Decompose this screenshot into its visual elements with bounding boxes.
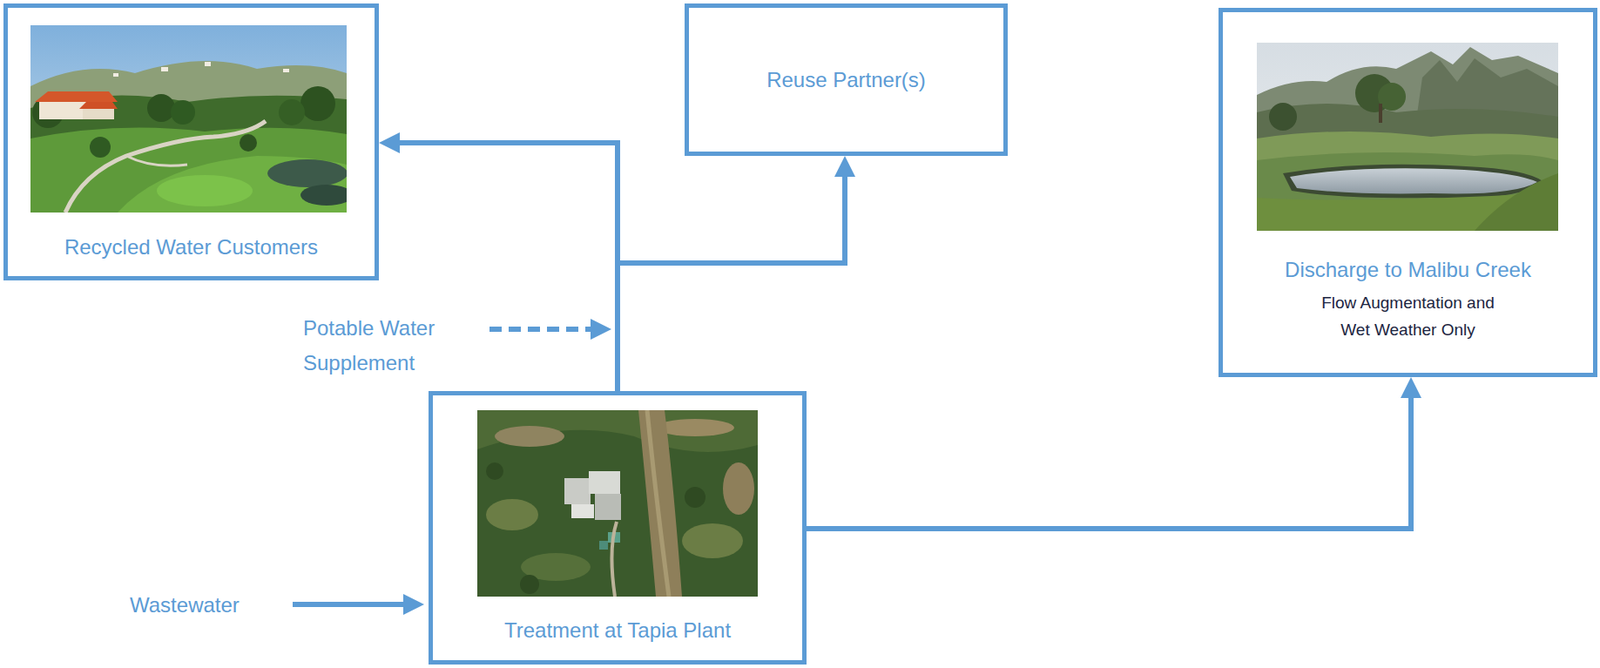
photo-detail xyxy=(30,94,347,213)
treatment-plant-photo xyxy=(477,410,758,597)
photo-detail xyxy=(147,94,176,122)
photo-detail xyxy=(611,521,617,597)
photo-detail xyxy=(156,175,253,207)
photo-detail xyxy=(722,462,755,515)
photo-detail xyxy=(494,425,565,447)
photo-detail xyxy=(599,540,608,550)
photo-detail xyxy=(571,504,595,519)
photo-detail xyxy=(267,159,347,188)
photo-detail xyxy=(300,86,336,122)
box-note: Flow Augmentation and Wet Weather Only xyxy=(1312,289,1505,344)
customer-box: Recycled Water Customers xyxy=(3,3,379,281)
photo-detail xyxy=(126,155,188,166)
photo-detail xyxy=(170,100,196,125)
photo-detail xyxy=(161,67,169,72)
photo-detail xyxy=(1474,173,1559,231)
flow-connector xyxy=(617,162,845,392)
photo-detail xyxy=(1378,103,1383,123)
photo-detail xyxy=(486,499,539,531)
photo-detail xyxy=(1256,42,1559,231)
photo-detail xyxy=(655,418,735,437)
photo-detail xyxy=(65,121,266,213)
photo-detail xyxy=(647,410,669,597)
photo-detail xyxy=(519,574,540,595)
photo-detail xyxy=(477,410,758,453)
photo-detail xyxy=(1289,168,1538,194)
photo-detail xyxy=(113,73,119,77)
photo-detail xyxy=(1282,164,1545,199)
supply-label: Potable Water Supplement xyxy=(303,310,460,381)
photo-detail xyxy=(117,155,347,213)
supplement-arrow xyxy=(489,326,605,332)
photo-detail xyxy=(82,107,115,120)
label-holder: Potable Water Supplement xyxy=(303,310,460,381)
partner-box: Reuse Partner(s) xyxy=(684,3,1008,156)
photo-detail xyxy=(34,91,118,102)
flow-connector xyxy=(385,142,618,392)
box-title: Recycled Water Customers xyxy=(64,234,318,260)
photo-detail xyxy=(638,410,682,597)
photo-detail xyxy=(278,99,305,126)
photo-detail xyxy=(79,101,118,109)
photo-detail xyxy=(204,61,211,67)
inflow-label: Wastewater xyxy=(129,592,357,618)
box-title: Reuse Partner(s) xyxy=(766,67,926,93)
photo-detail xyxy=(1269,102,1297,131)
golf-course-photo xyxy=(30,25,347,213)
box-title: Treatment at Tapia Plant xyxy=(504,617,731,643)
photo-detail xyxy=(588,471,621,494)
discharge-box: Discharge to Malibu CreekFlow Augmentati… xyxy=(1218,7,1598,378)
photo-detail xyxy=(684,486,706,508)
photo-detail xyxy=(300,184,347,206)
label-holder: Wastewater xyxy=(129,592,357,618)
photo-detail xyxy=(477,410,758,597)
photo-detail xyxy=(1256,131,1559,231)
photo-detail xyxy=(564,478,591,505)
photo-detail xyxy=(239,134,257,152)
photo-detail xyxy=(30,25,347,213)
plant-box: Treatment at Tapia Plant xyxy=(428,391,807,665)
photo-detail xyxy=(594,493,622,520)
flow-connector xyxy=(806,384,1411,529)
inflow-arrow xyxy=(292,601,418,608)
box-title: Discharge to Malibu Creek xyxy=(1284,256,1532,283)
photo-detail xyxy=(1256,152,1559,231)
photo-detail xyxy=(681,523,743,559)
photo-detail xyxy=(89,136,111,158)
photo-detail xyxy=(486,462,504,480)
malibu-creek-photo xyxy=(1256,42,1559,231)
photo-detail xyxy=(283,68,290,73)
